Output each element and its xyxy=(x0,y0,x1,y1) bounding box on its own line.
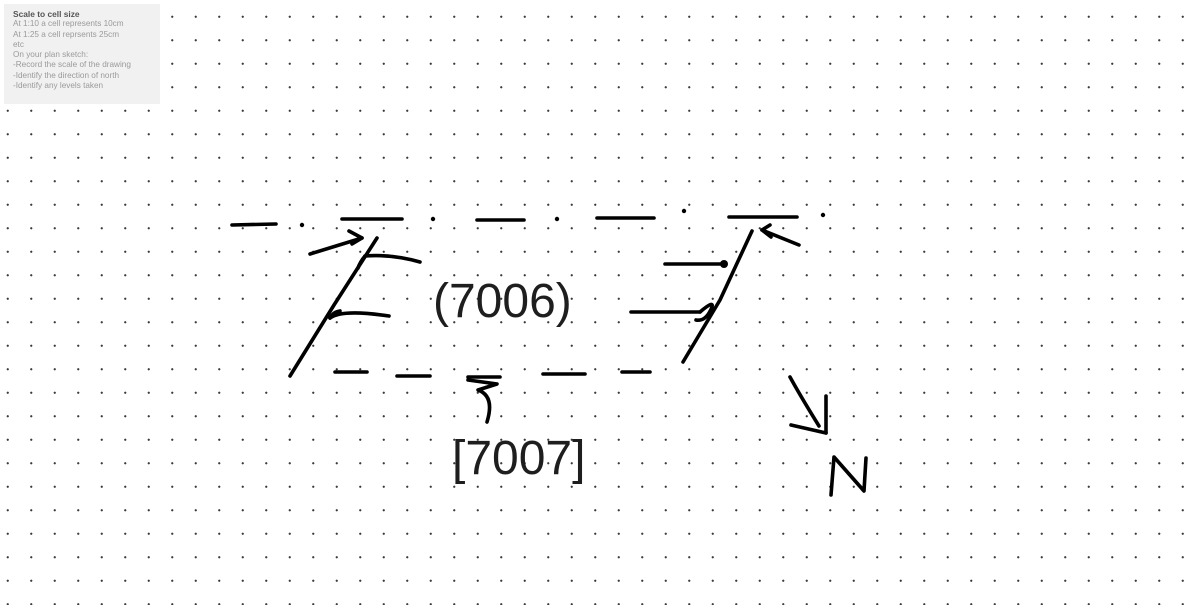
help-line-scale-1-10: At 1:10 a cell represents 10cm xyxy=(13,19,124,29)
north-arrow-icon xyxy=(788,375,828,435)
help-line-etc: etc xyxy=(13,39,24,49)
help-line-direction-north: -Identify the direction of north xyxy=(13,70,120,80)
help-line-scale-1-25: At 1:25 a cell reprsents 25cm xyxy=(13,29,120,39)
bottom-dashed-edge xyxy=(333,370,652,379)
scale-help-panel: Scale to cell size At 1:10 a cell repres… xyxy=(4,4,160,104)
help-line-instructions-heading: On your plan sketch: xyxy=(13,50,89,60)
left-cut-edge xyxy=(288,236,422,378)
right-cut-edge xyxy=(629,229,754,364)
cut-number-label: [7007] xyxy=(452,432,586,485)
context-number-label: (7006) xyxy=(433,275,572,328)
section-arrow-right xyxy=(760,223,801,247)
help-line-record-scale: -Record the scale of the drawing xyxy=(13,60,131,70)
north-letter-glyph xyxy=(829,455,868,497)
help-line-levels: -Identify any levels taken xyxy=(13,81,104,91)
top-dashed-edge xyxy=(230,208,826,228)
section-arrow-left xyxy=(308,229,364,256)
help-panel-title: Scale to cell size xyxy=(13,9,80,19)
cut-label-leader xyxy=(466,378,499,424)
